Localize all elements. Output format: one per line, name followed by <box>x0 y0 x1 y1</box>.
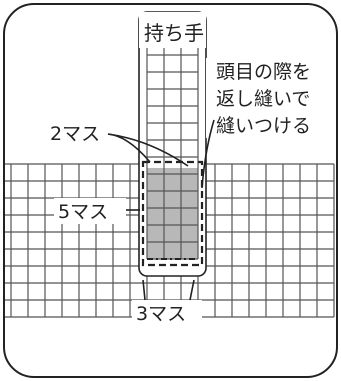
leader-note <box>201 119 215 189</box>
note-line-2: 返し縫いで <box>216 88 310 110</box>
handle-label-mask <box>139 12 206 48</box>
stitch-dashed-line <box>141 160 204 267</box>
leader-three-squares <box>142 279 195 301</box>
two-squares-label: 2マス <box>50 123 100 145</box>
leader-lines <box>107 119 215 301</box>
three-squares-callout: 3マス <box>132 300 202 326</box>
overlap-shaded-area <box>147 168 198 259</box>
handle-strip <box>138 11 207 277</box>
leader-two-squares-b <box>107 133 189 167</box>
three-squares-label: 3マス <box>136 303 186 325</box>
note-line-1: 頭目の際を <box>216 61 311 83</box>
diagram-frame <box>3 3 338 378</box>
five-squares-label: 5マス <box>58 201 108 223</box>
note-block: 頭目の際を 返し縫いで 縫いつける <box>206 58 334 138</box>
two-squares-callout: 2マス <box>46 120 108 146</box>
note-line-3: 縫いつける <box>216 115 311 137</box>
handle-label: 持ち手 <box>144 21 204 45</box>
five-squares-callout: 5マス <box>54 198 126 224</box>
